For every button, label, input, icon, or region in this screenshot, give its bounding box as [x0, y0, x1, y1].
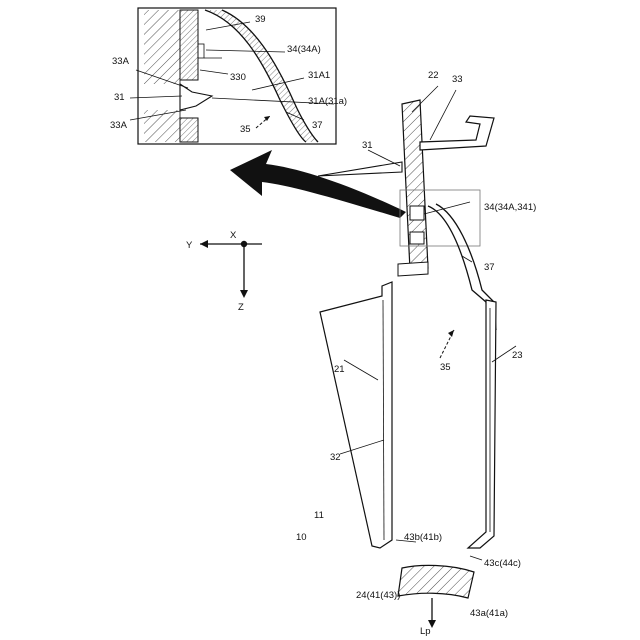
- label-39: 39: [255, 14, 266, 25]
- label-31-main: 31: [362, 140, 373, 151]
- axis-triad: [200, 240, 262, 298]
- label-33a-top: 33A: [112, 56, 130, 67]
- label-37-inset: 37: [312, 120, 323, 131]
- duct-body: [320, 262, 496, 548]
- label-33a-bottom: 33A: [110, 120, 128, 131]
- axis-label-y: Y: [186, 240, 193, 251]
- label-31a-31a: 31A(31a): [308, 96, 347, 107]
- axis-label-x: X: [230, 230, 237, 241]
- label-33: 33: [452, 74, 463, 85]
- label-35-main: 35: [440, 362, 451, 373]
- inset-plate: [180, 10, 198, 80]
- label-43a: 43a(41a): [470, 608, 508, 619]
- upper-assembly: [318, 100, 496, 330]
- label-34-34a-341: 34(34A,341): [484, 202, 536, 213]
- inset-plate-lower: [180, 118, 198, 142]
- label-37-main: 37: [484, 262, 495, 273]
- lens-24: [398, 565, 474, 598]
- label-330: 330: [230, 72, 246, 83]
- label-43c: 43c(44c): [484, 558, 521, 569]
- label-21: 21: [334, 364, 345, 375]
- axis-label-z: Z: [238, 302, 244, 313]
- label-22: 22: [428, 70, 439, 81]
- inset-wall-lower: [144, 110, 180, 142]
- label-31a1: 31A1: [308, 70, 330, 81]
- label-43b: 43b(41b): [404, 532, 442, 543]
- inset-wall-upper: [144, 10, 180, 84]
- label-32: 32: [330, 452, 341, 463]
- label-31-inset: 31: [114, 92, 125, 103]
- label-34-34a: 34(34A): [287, 44, 321, 55]
- label-11: 11: [314, 510, 324, 521]
- label-lp: Lp: [420, 626, 431, 637]
- label-10: 10: [296, 532, 307, 543]
- label-23: 23: [512, 350, 523, 361]
- zoom-arrow: [230, 150, 406, 218]
- label-24: 24(41(43)): [356, 590, 400, 601]
- label-35-inset: 35: [240, 124, 251, 135]
